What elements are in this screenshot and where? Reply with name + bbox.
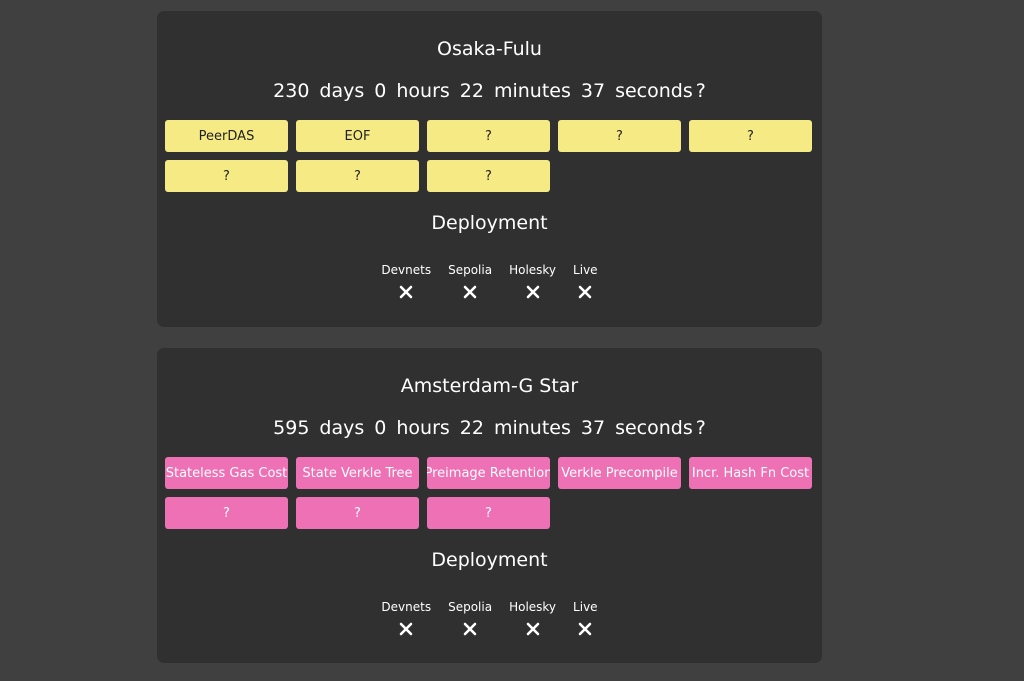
feature-chip[interactable]: ?	[558, 120, 681, 152]
deployment-stages: Devnets Sepolia Holesky Live	[157, 261, 822, 299]
upgrade-title: Osaka-Fulu	[437, 38, 542, 60]
feature-chip[interactable]: ?	[427, 497, 550, 529]
countdown-seconds-label: seconds	[615, 80, 693, 102]
countdown: 230 days 0 hours 22 minutes 37 seconds?	[157, 77, 822, 105]
deployment-stage-devnets: Devnets	[381, 261, 431, 299]
deployment-stage-live: Live	[573, 598, 598, 636]
deployment-stage-devnets: Devnets	[381, 598, 431, 636]
feature-chip[interactable]: ?	[165, 160, 288, 192]
countdown-days-label: days	[319, 80, 365, 102]
deployment-stages: Devnets Sepolia Holesky Live	[157, 598, 822, 636]
feature-chip[interactable]: Stateless Gas Cost	[165, 457, 288, 489]
feature-chip[interactable]: ?	[689, 120, 812, 152]
countdown-minutes-label: minutes	[493, 417, 571, 439]
stage-label: Live	[573, 600, 598, 614]
x-icon	[463, 285, 477, 299]
upgrade-title: Amsterdam-G Star	[400, 375, 579, 397]
feature-chip[interactable]: EOF	[296, 120, 419, 152]
countdown: 595 days 0 hours 22 minutes 37 seconds?	[157, 414, 822, 442]
countdown-suffix: ?	[695, 417, 706, 439]
countdown-seconds-label: seconds	[615, 417, 693, 439]
countdown-days: 595	[273, 417, 310, 439]
feature-chip[interactable]: ?	[165, 497, 288, 529]
countdown-hours: 0	[374, 80, 387, 102]
countdown-minutes: 22	[459, 80, 484, 102]
deployment-stage-sepolia: Sepolia	[448, 598, 492, 636]
stage-label: Sepolia	[448, 600, 493, 614]
feature-grid: PeerDAS EOF ? ? ? ? ? ?	[165, 120, 815, 192]
deployment-title: Deployment	[431, 212, 548, 234]
countdown-seconds: 37	[580, 80, 606, 102]
countdown-days-label: days	[319, 417, 365, 439]
x-icon	[463, 622, 477, 636]
feature-chip[interactable]: ?	[427, 120, 550, 152]
countdown-seconds: 37	[580, 417, 606, 439]
stage-label: Sepolia	[448, 263, 493, 277]
stage-label: Devnets	[381, 263, 432, 277]
deployment-stage-live: Live	[573, 261, 598, 299]
x-icon	[578, 622, 592, 636]
x-icon	[526, 622, 539, 636]
feature-chip[interactable]: PeerDAS	[165, 120, 288, 152]
countdown-minutes: 22	[459, 417, 484, 439]
stage-label: Holesky	[509, 600, 557, 614]
stage-label: Devnets	[381, 600, 432, 614]
feature-chip[interactable]: State Verkle Tree	[296, 457, 419, 489]
deployment-stage-sepolia: Sepolia	[448, 261, 492, 299]
stage-label: Live	[573, 263, 598, 277]
x-icon	[399, 285, 413, 299]
feature-chip[interactable]: Preimage Retention	[427, 457, 550, 489]
feature-chip[interactable]: ?	[296, 497, 419, 529]
countdown-minutes-label: minutes	[493, 80, 571, 102]
countdown-suffix: ?	[695, 80, 706, 102]
countdown-hours: 0	[374, 417, 387, 439]
deployment-stage-holesky: Holesky	[509, 261, 556, 299]
feature-chip[interactable]: ?	[427, 160, 550, 192]
feature-grid: Stateless Gas Cost State Verkle Tree Pre…	[165, 457, 815, 529]
feature-chip[interactable]: ?	[296, 160, 419, 192]
deployment-title: Deployment	[431, 549, 548, 571]
feature-chip[interactable]: Verkle Precompile	[558, 457, 681, 489]
countdown-days: 230	[273, 80, 310, 102]
countdown-hours-label: hours	[396, 80, 450, 102]
upgrade-card-osaka-fulu: Osaka-Fulu 230 days 0 hours 22 minutes 37 secon…	[157, 11, 822, 327]
countdown-hours-label: hours	[396, 417, 450, 439]
upgrade-card-amsterdam-g-star: Amsterdam-G Star 595 days 0 hours 22 minutes 3…	[157, 348, 822, 663]
stage-label: Holesky	[509, 263, 557, 277]
feature-chip[interactable]: Incr. Hash Fn Cost	[689, 457, 812, 489]
x-icon	[578, 285, 592, 299]
deployment-stage-holesky: Holesky	[509, 598, 556, 636]
x-icon	[399, 622, 413, 636]
x-icon	[526, 285, 539, 299]
